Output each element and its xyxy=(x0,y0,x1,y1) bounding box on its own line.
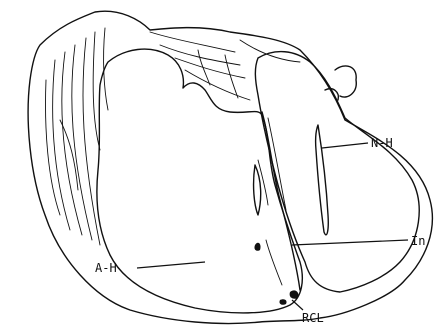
residual-cleft-leader xyxy=(292,300,303,310)
intermediate-lobe-label: In xyxy=(411,234,425,248)
intermediate-lobe-leader xyxy=(292,240,408,245)
adenohypophysis-leader xyxy=(137,262,205,268)
residual-cleft-label: RCL xyxy=(302,311,324,325)
hatched-capsule-top xyxy=(150,32,300,100)
right-tissue-nodules xyxy=(325,66,356,100)
neurohypophysis-region xyxy=(255,52,419,292)
capsule-outline xyxy=(28,11,432,323)
adenohypophysis-label: A-H xyxy=(95,261,117,275)
neurohypophysis-leader xyxy=(322,143,368,148)
neurohypophysis-slit xyxy=(316,125,329,235)
adenohypophysis-region xyxy=(97,49,302,313)
neurohypophysis-label: N-H xyxy=(371,136,393,150)
residual-cleft-marks xyxy=(254,243,298,305)
adenohypophysis-notch xyxy=(254,165,261,215)
